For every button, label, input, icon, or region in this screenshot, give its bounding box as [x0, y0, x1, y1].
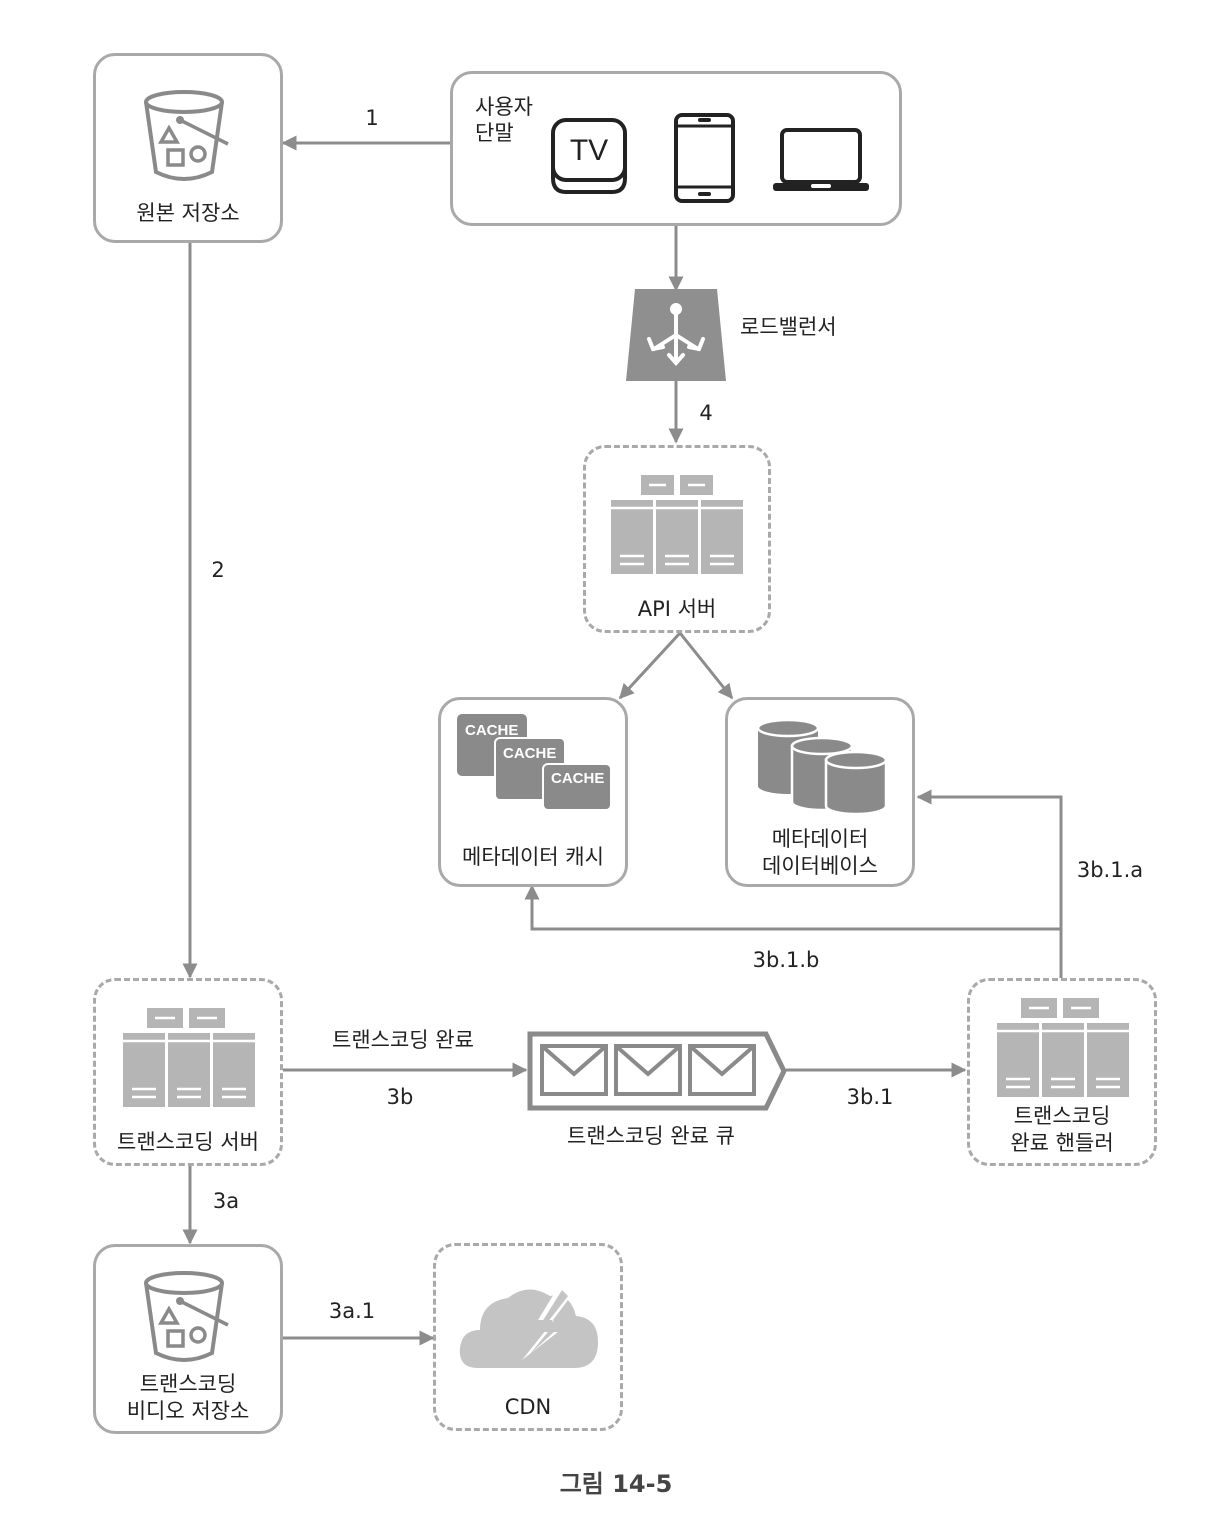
tablet-icon: [674, 113, 735, 203]
edge-label-3b: 3b: [386, 1085, 414, 1109]
cloud-lightning-icon: [459, 1284, 598, 1368]
server-rack-icon: [611, 475, 743, 574]
transcoded-storage-label-line1: 트랜스코딩: [139, 1372, 237, 1396]
bucket-icon: [144, 90, 229, 181]
edge-label-3b1b: 3b.1.b: [752, 948, 820, 972]
edge-label-4: 4: [699, 401, 713, 425]
metadata-db-label-line2: 데이터베이스: [762, 854, 878, 878]
edge-label-2: 2: [211, 558, 225, 582]
edge-label-3b1a: 3b.1.a: [1076, 858, 1144, 882]
server-rack-icon: [997, 998, 1129, 1097]
cache-text-3: CACHE: [551, 770, 604, 787]
cache-text-1: CACHE: [465, 722, 518, 739]
completion-queue-label: 트랜스코딩 완료 큐: [567, 1124, 735, 1148]
edge-api-db: [678, 632, 734, 700]
tv-text: TV: [570, 134, 608, 167]
origin-storage-label: 원본 저장소: [136, 201, 240, 225]
cache-text-2: CACHE: [503, 745, 556, 762]
message-queue-icon: [527, 1031, 787, 1111]
cache-icon: CACHE CACHE CACHE: [457, 714, 611, 810]
transcoded-storage-label-line2: 비디오 저장소: [126, 1399, 250, 1423]
load-balancer-icon: [626, 289, 726, 381]
user-devices-node: 사용자 단말 TV: [450, 71, 902, 226]
server-rack-icon: [123, 1008, 255, 1107]
edge-label-3a1: 3a.1: [328, 1299, 376, 1323]
tv-icon: TV: [551, 118, 627, 194]
origin-storage-node: 원본 저장소: [93, 53, 283, 243]
transcode-server-label: 트랜스코딩 서버: [117, 1130, 259, 1154]
edge-label-3b1: 3b.1: [846, 1085, 894, 1109]
transcoded-storage-node: 트랜스코딩 비디오 저장소: [93, 1244, 283, 1434]
metadata-db-node: 메타데이터 데이터베이스: [725, 697, 915, 887]
api-server-label: API 서버: [637, 597, 717, 621]
edge-api-cache: [618, 631, 682, 700]
edge-label-3a: 3a: [212, 1189, 240, 1213]
edge-label-1: 1: [365, 106, 379, 130]
api-server-node: API 서버: [583, 445, 771, 633]
cdn-node: CDN: [433, 1243, 623, 1431]
edge-label-3b-top: 트랜스코딩 완료: [332, 1028, 474, 1052]
cdn-label: CDN: [504, 1395, 552, 1419]
user-devices-label-line2: 단말: [475, 121, 514, 145]
user-devices-label-line1: 사용자: [475, 95, 533, 119]
figure-caption: 그림 14-5: [559, 1470, 673, 1498]
database-icon: [756, 718, 888, 816]
completion-handler-label-line2: 완료 핸들러: [1010, 1131, 1114, 1155]
transcode-server-node: 트랜스코딩 서버: [93, 978, 283, 1166]
metadata-cache-label: 메타데이터 캐시: [462, 845, 604, 869]
bucket-icon: [144, 1271, 229, 1362]
laptop-icon: [773, 128, 869, 191]
completion-handler-node: 트랜스코딩 완료 핸들러: [967, 978, 1157, 1166]
metadata-cache-node: CACHE CACHE CACHE 메타데이터 캐시: [438, 697, 628, 887]
edge-3b1a: [916, 789, 1063, 978]
load-balancer-label: 로드밸런서: [740, 315, 837, 339]
metadata-db-label-line1: 메타데이터: [771, 827, 869, 851]
edge-3b1b: [524, 884, 1061, 931]
completion-handler-label-line1: 트랜스코딩: [1013, 1104, 1111, 1128]
